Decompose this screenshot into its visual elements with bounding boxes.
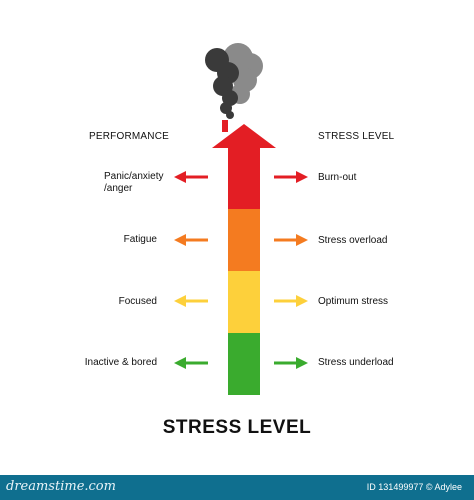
bar-arrow-head <box>212 124 276 148</box>
footer-image-id: ID 131499977 © Adylee <box>366 482 462 492</box>
arrowhead-right-yellow <box>296 295 308 307</box>
label-burn-out: Burn-out <box>318 172 357 183</box>
arrowhead-left-yellow <box>174 295 186 307</box>
arrowhead-left-orange <box>174 234 186 246</box>
smoke-puff <box>226 111 234 119</box>
arrowhead-left-green <box>174 357 186 369</box>
footer-bar: dreamstime.com ID 131499977 © Adylee <box>0 475 474 500</box>
label-focused: Focused <box>118 296 157 307</box>
arrowhead-left-red <box>174 171 186 183</box>
arrowhead-right-orange <box>296 234 308 246</box>
label-stress-underload: Stress underload <box>318 357 394 368</box>
stress-level-header: STRESS LEVEL <box>318 131 395 142</box>
smoke-puff <box>220 102 232 114</box>
arrowhead-right-green <box>296 357 308 369</box>
bar-segment-green <box>228 333 260 395</box>
bar-segment-orange <box>228 209 260 271</box>
bar-arrow-stem <box>222 120 228 132</box>
side-arrows <box>174 171 308 369</box>
bar-segment-red <box>228 147 260 209</box>
diagram-title: STRESS LEVEL <box>162 417 312 438</box>
footer-logo[interactable]: dreamstime.com <box>6 479 116 494</box>
label-fatigue: Fatigue <box>123 234 157 245</box>
smoke-cloud <box>205 43 263 119</box>
bar-segment-yellow <box>228 271 260 333</box>
label-inactive-bored: Inactive & bored <box>84 357 157 368</box>
arrowhead-right-red <box>296 171 308 183</box>
label-optimum-stress: Optimum stress <box>318 296 389 307</box>
performance-header: PERFORMANCE <box>89 131 169 142</box>
label-stress-overload: Stress overload <box>318 235 388 246</box>
label-panic-anxiety-anger: Panic/anxiety /anger <box>104 171 164 194</box>
